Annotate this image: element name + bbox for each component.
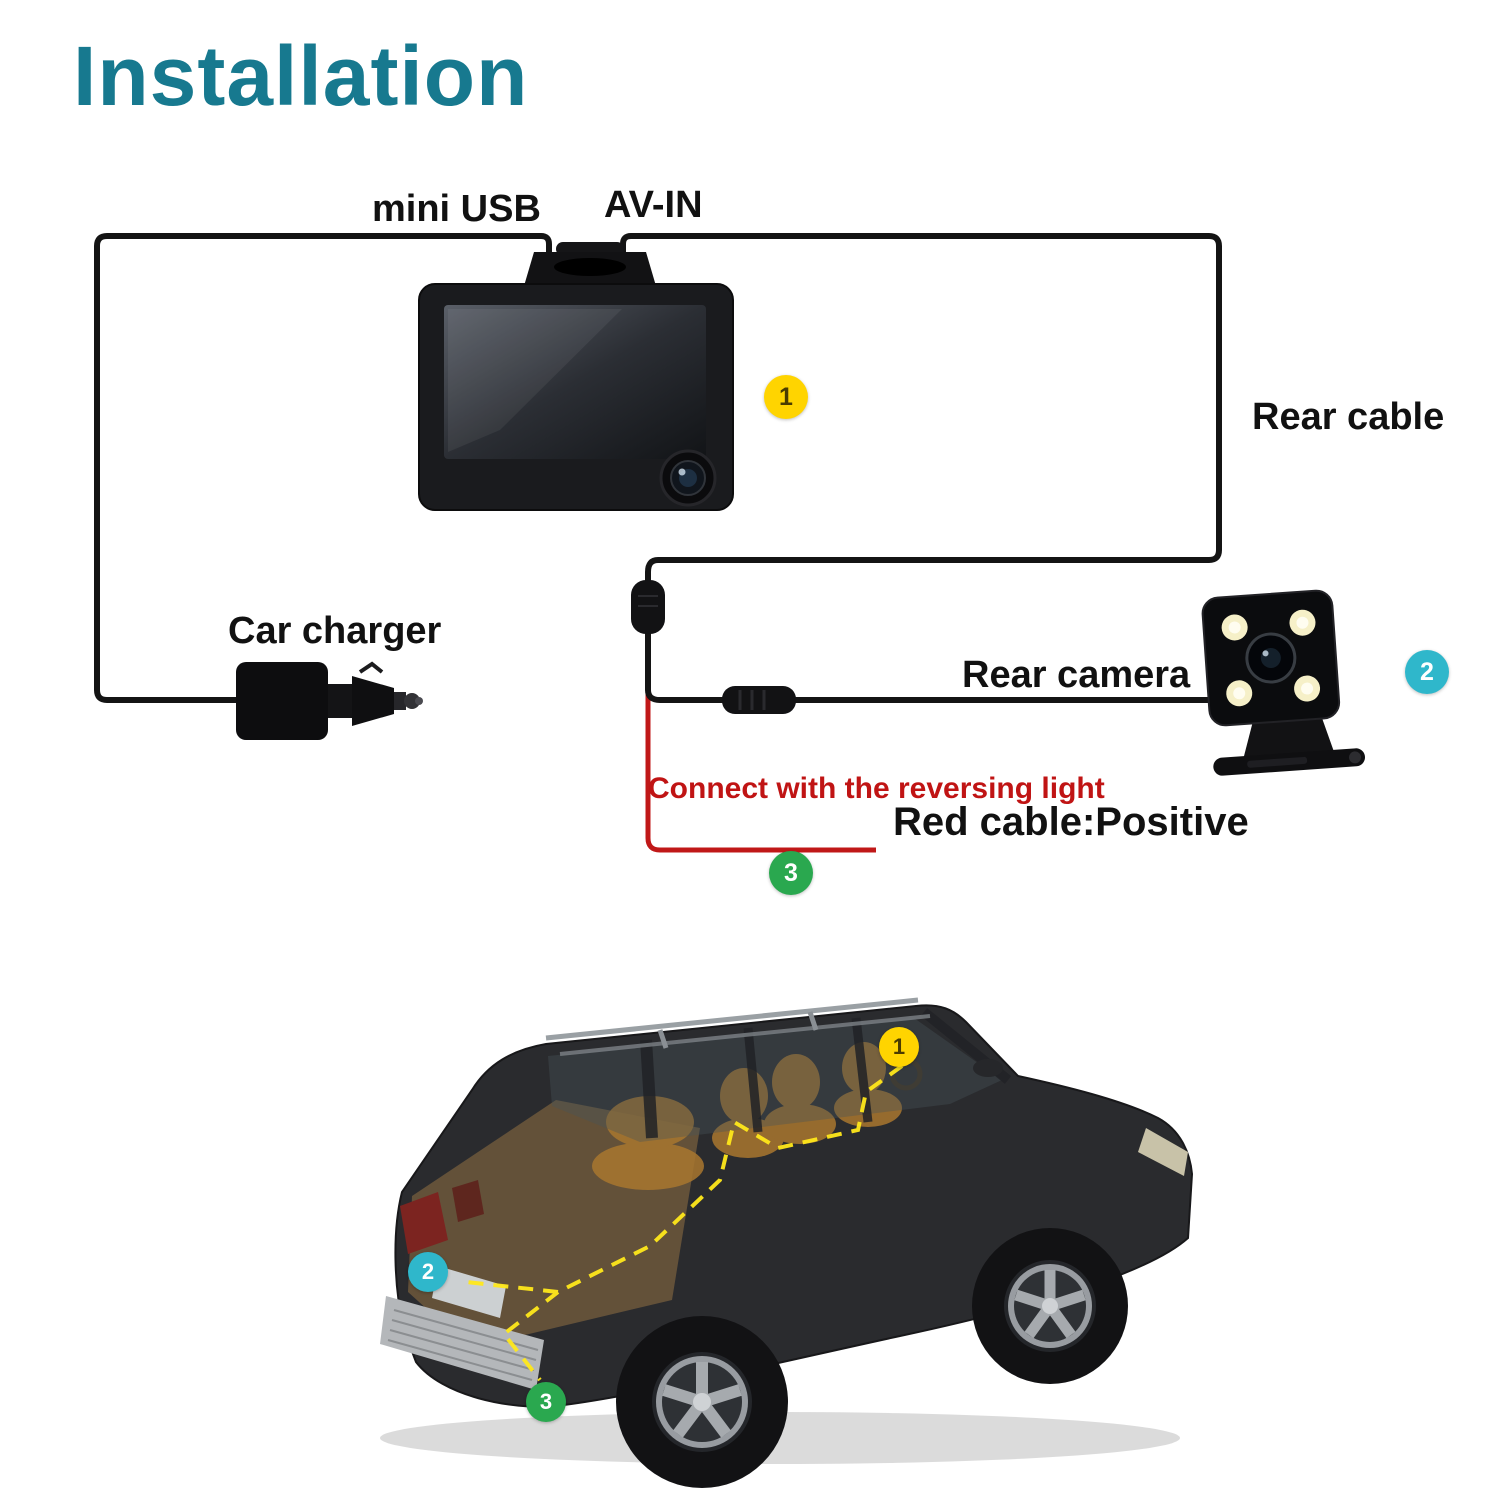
rear-wheel — [616, 1316, 788, 1488]
headlight — [1138, 1128, 1188, 1176]
side-mirror — [973, 1059, 1003, 1077]
marker-dashcam: 1 — [764, 375, 808, 419]
rear-camera-unit — [1201, 589, 1365, 776]
car-interior-seats — [592, 1042, 902, 1190]
rear-bumper — [380, 1296, 544, 1390]
car-cutaway — [380, 997, 1194, 1488]
roof-rails — [545, 997, 931, 1056]
car-marker-reversing-light: 3 — [526, 1382, 566, 1422]
car-charger-plug — [236, 661, 423, 740]
camera-led-lights — [1221, 609, 1321, 707]
license-plate — [432, 1266, 506, 1318]
label-rear-camera: Rear camera — [962, 654, 1191, 696]
car-marker-rear-camera: 2 — [408, 1252, 448, 1292]
mini-usb-wire — [94, 233, 552, 703]
marker-reversing-light: 3 — [769, 851, 813, 895]
dashcam-device — [418, 242, 734, 511]
rear-cable-wire — [620, 233, 1222, 586]
label-mini-usb: mini USB — [372, 188, 541, 230]
cable-route-dashed — [465, 1064, 904, 1382]
rear-camera-wire — [645, 630, 1222, 703]
label-av-in: AV-IN — [604, 184, 703, 226]
cable-connector — [722, 686, 796, 714]
label-rear-cable: Rear cable — [1252, 396, 1445, 438]
label-car-charger: Car charger — [228, 610, 442, 652]
car-marker-dashcam: 1 — [879, 1027, 919, 1067]
marker-rear-camera: 2 — [1405, 650, 1449, 694]
front-wheel — [972, 1228, 1128, 1384]
taillight — [400, 1192, 448, 1254]
cable-junction — [631, 580, 665, 634]
dashcam-screen — [444, 305, 706, 459]
label-reversing-note: Connect with the reversing light — [648, 772, 1105, 805]
label-red-cable: Red cable:Positive — [893, 800, 1249, 844]
red-positive-wire — [645, 632, 876, 853]
page-title: Installation — [73, 29, 529, 123]
